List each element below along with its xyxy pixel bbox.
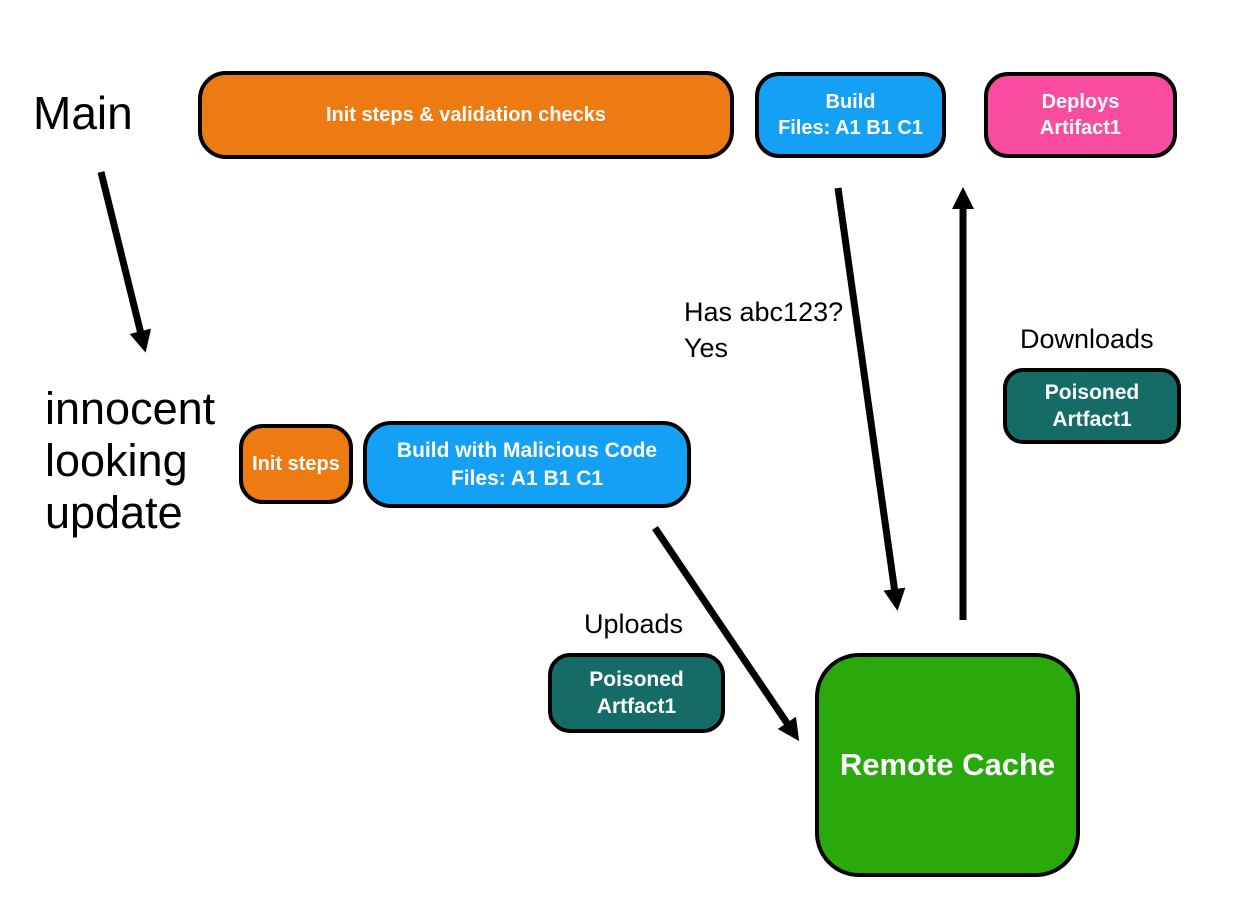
node-remote-cache: Remote Cache xyxy=(815,653,1080,877)
has-abc123-annotation: Has abc123? Yes xyxy=(684,297,844,363)
node-poisoned-artifact-upload: Poisoned Artfact1 xyxy=(548,653,725,733)
node-init-steps: Init steps xyxy=(239,424,353,504)
node-build: Build Files: A1 B1 C1 xyxy=(755,72,946,158)
arrow-main-to-update xyxy=(97,171,152,353)
innocent-update-label: innocent looking update xyxy=(45,383,216,539)
node-poisoned-artifact-download: Poisoned Artfact1 xyxy=(1003,368,1181,444)
downloads-annotation: Downloads xyxy=(1020,324,1154,354)
arrow-build-to-cache xyxy=(834,187,906,611)
main-branch-label: Main xyxy=(33,87,133,139)
uploads-annotation: Uploads xyxy=(584,609,684,639)
node-build-malicious-code: Build with Malicious Code Files: A1 B1 C… xyxy=(363,421,691,508)
node-init-validation-checks: Init steps & validation checks xyxy=(198,71,734,159)
node-deploys-artifact: Deploys Artifact1 xyxy=(984,72,1177,158)
arrow-malicious-to-cache xyxy=(652,526,800,742)
